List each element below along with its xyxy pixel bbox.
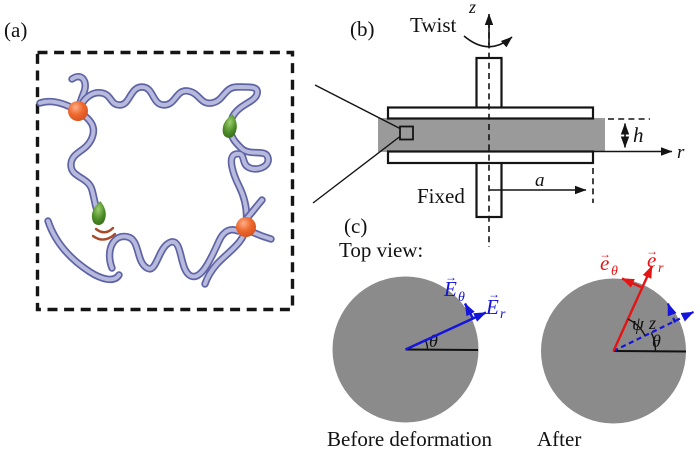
polymer-chain: [36, 97, 102, 217]
before-deformation-caption: Before deformation: [327, 427, 493, 451]
e-r-letter: e: [647, 248, 656, 272]
E-r-subscript: r: [500, 307, 506, 322]
E-theta-letter: E: [443, 277, 457, 301]
E-r-letter: E: [485, 295, 499, 319]
twist-label: Twist: [410, 13, 457, 37]
polymer-chain: [75, 83, 261, 132]
E-theta-vector-label: → E θ: [443, 270, 465, 305]
e-theta-vector-label: → e θ: [599, 247, 618, 279]
vibration-wiggle-mark: [91, 232, 117, 241]
reference-radius-line: [405, 348, 479, 351]
polymer-chain: [201, 124, 272, 288]
crosslink-bead: [68, 101, 88, 121]
magnified-region-marker: [399, 125, 414, 141]
theta-label: θ: [652, 331, 661, 351]
psi-z-label: z: [648, 313, 656, 333]
z-axis-label: z: [468, 0, 476, 17]
panel-b-tag: (b): [350, 17, 375, 41]
e-theta-letter: e: [600, 251, 609, 275]
e-r-vector-label: → e r: [646, 244, 664, 276]
r-axis-label: r: [677, 142, 685, 163]
a-label: a: [535, 170, 545, 191]
reference-radius-line: [613, 350, 687, 353]
polymer-network: [36, 73, 275, 288]
fixed-label: Fixed: [417, 184, 465, 208]
vector-arrow-glyph: →: [646, 244, 658, 258]
e-r-subscript: r: [658, 261, 664, 276]
top-view-label: Top view:: [339, 238, 423, 262]
bottom-plate: [386, 150, 595, 165]
panel-c: (c) Top view: θ → E θ → E r Before defor…: [327, 214, 694, 451]
twist-rotation-arrow: [463, 35, 513, 48]
polymer-chain: [105, 226, 242, 281]
panel-a: (a): [4, 18, 295, 312]
vector-arrow-glyph: →: [599, 247, 611, 261]
psi-label: ψ: [632, 314, 645, 335]
vibration-wiggle-mark: [94, 226, 115, 234]
top-plate: [386, 106, 595, 120]
rotated-E-r-dashed-arrow: [613, 311, 694, 352]
theta-angle-arc: [650, 332, 657, 352]
panel-c-tag: (c): [344, 214, 367, 238]
rotated-E-theta-dashed-arrow: [666, 303, 677, 323]
E-r-vector-label: → E r: [485, 287, 506, 322]
psi-z-angle-arc: [627, 318, 646, 337]
E-theta-subscript: θ: [458, 290, 465, 305]
after-caption: After: [537, 427, 581, 451]
before-deformation-disk: θ → E θ → E r Before deformation: [327, 270, 506, 451]
panel-b: (b) z Twist r h a Fixed: [312, 0, 685, 247]
callout-line: [312, 135, 401, 204]
sample-layer: [378, 118, 605, 152]
vector-arrow-glyph: →: [445, 270, 457, 284]
panel-a-dashed-border: [35, 50, 295, 312]
h-label: h: [633, 123, 644, 147]
e-r-basis-vector-arrow: [612, 265, 654, 352]
E-theta-vector-arrow: [463, 302, 475, 321]
crosslink-bead: [236, 217, 256, 237]
vector-arrow-glyph: →: [488, 287, 500, 301]
e-theta-subscript: θ: [611, 264, 618, 279]
panel-a-tag: (a): [4, 18, 27, 42]
polymer-chain: [44, 217, 123, 284]
callout-line: [314, 84, 401, 130]
theta-label: θ: [429, 331, 438, 351]
after-deformation-disk: ψ z θ → e θ → e r After: [537, 244, 694, 451]
e-theta-basis-vector-arrow: [621, 277, 642, 289]
